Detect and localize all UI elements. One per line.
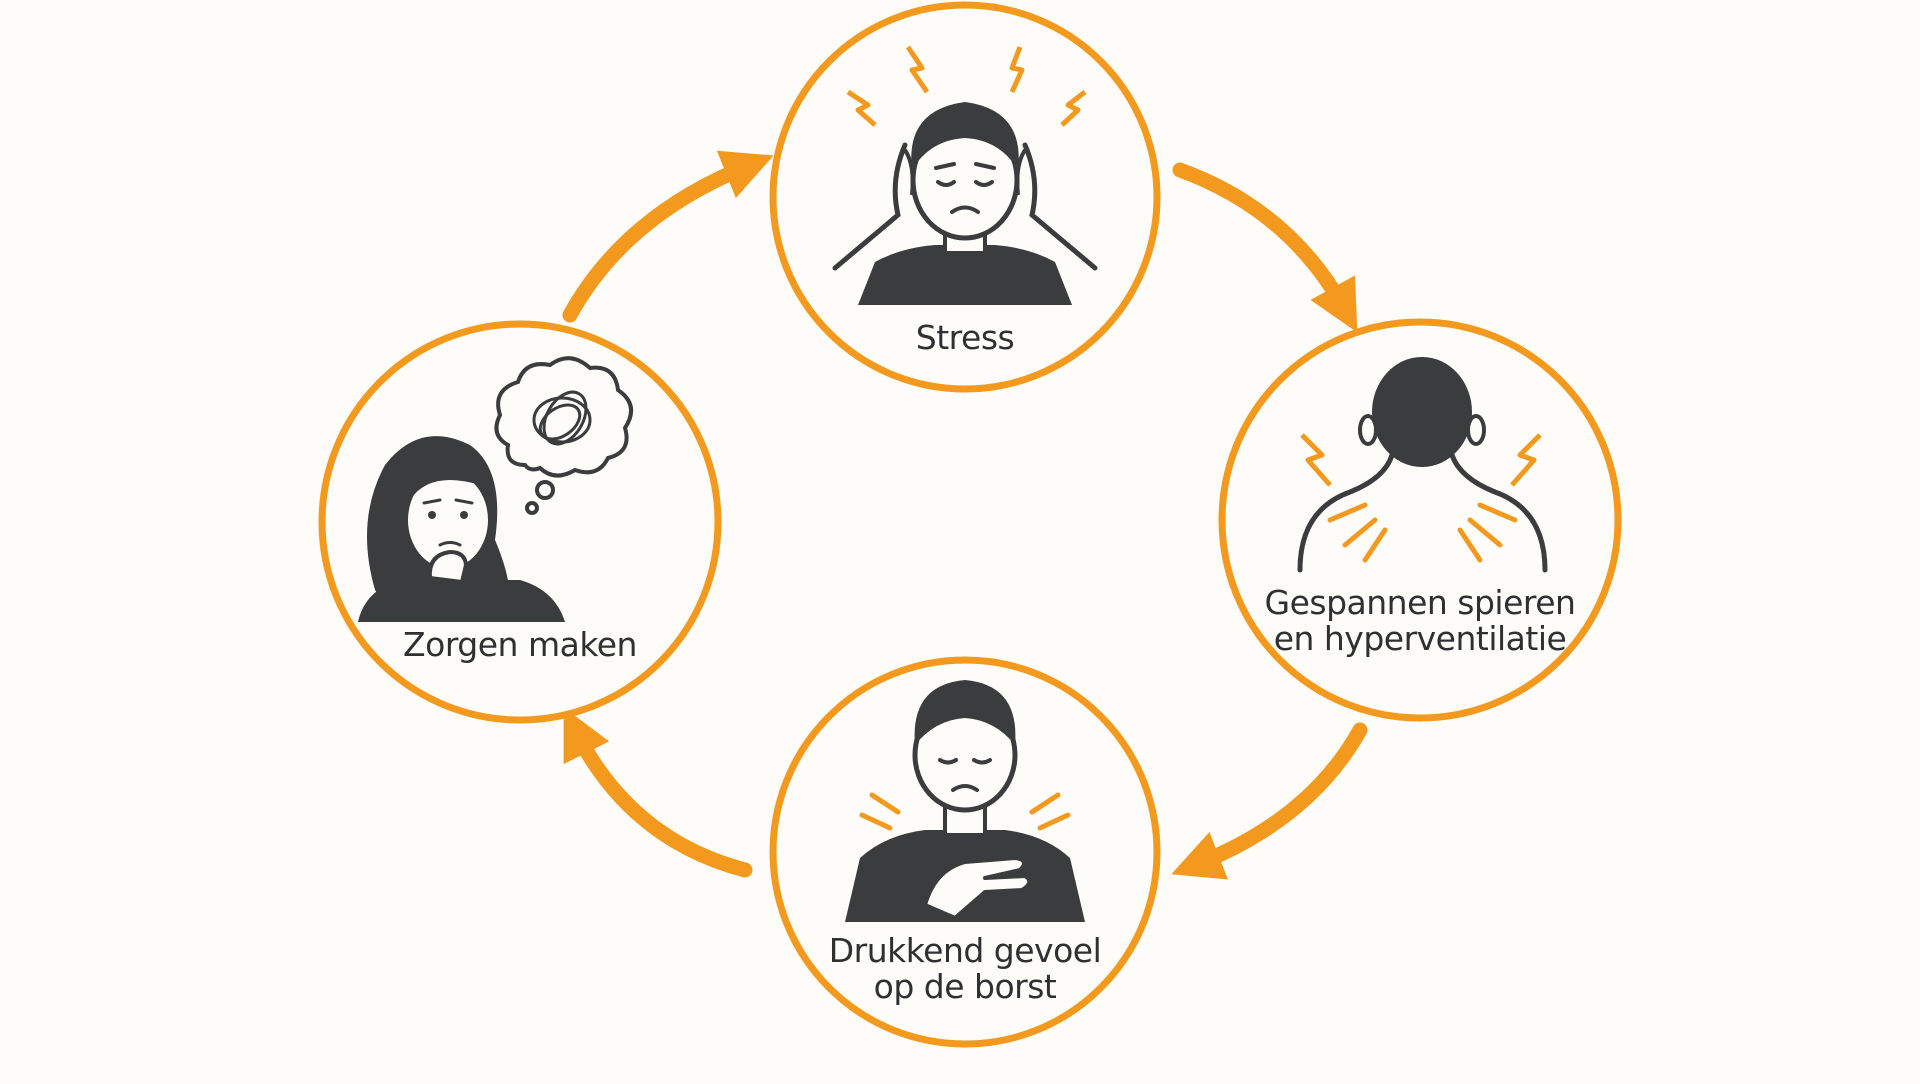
worried-woman-thought-bubble-icon <box>358 356 634 622</box>
node-circle-muscles <box>1218 318 1622 722</box>
arrow-muscles-to-chest <box>1171 722 1368 880</box>
arrow-stress-to-muscles <box>1172 162 1358 333</box>
arrow-worry-to-stress <box>562 150 774 323</box>
tense-shoulders-icon <box>1297 357 1548 573</box>
arrow-chest-to-worry <box>563 707 753 878</box>
hand-on-chest-icon <box>845 680 1085 922</box>
node-label-muscles: Gespannen spieren en hyperventilatie <box>1264 583 1576 658</box>
node-label-stress: Stress <box>915 318 1015 357</box>
cycle-arrows <box>562 150 1368 880</box>
node-label-chest: Drukkend gevoel op de borst <box>828 931 1102 1006</box>
node-label-worry: Zorgen maken <box>403 625 637 664</box>
person-holding-head-icon <box>832 45 1098 305</box>
